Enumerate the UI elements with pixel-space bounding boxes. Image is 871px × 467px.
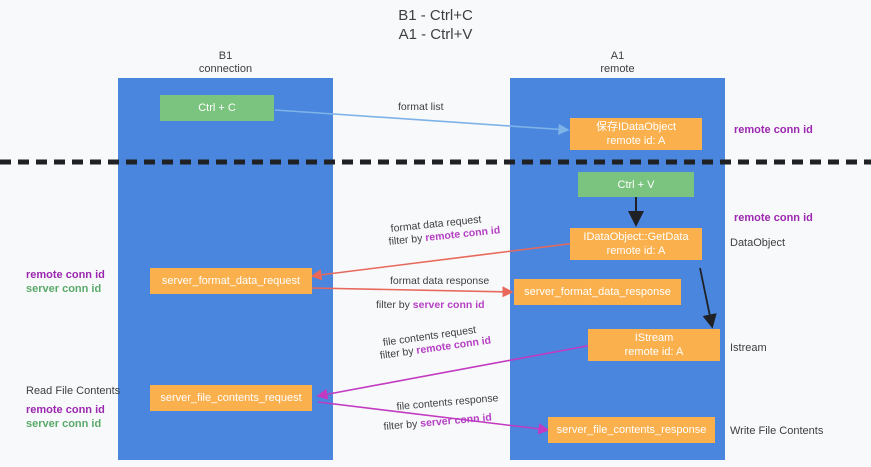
node-server-format-data-request[interactable]: server_format_data_request xyxy=(150,268,312,294)
node-save-idataobject[interactable]: 保存IDataObject remote id: A xyxy=(570,118,702,150)
node-idataobject-getdata[interactable]: IDataObject::GetData remote id: A xyxy=(570,228,702,260)
annotation-remote-conn-id-left2: remote conn id xyxy=(26,404,105,416)
node-ctrl-c[interactable]: Ctrl + C xyxy=(160,95,274,121)
filter-prefix: filter by xyxy=(388,232,426,248)
annotation-write-file-contents: Write File Contents xyxy=(730,425,824,437)
annotation-istream: Istream xyxy=(730,342,767,354)
filter-prefix: filter by xyxy=(379,344,418,362)
node-istream[interactable]: IStream remote id: A xyxy=(588,329,720,361)
annotation-remote-conn-id-left: remote conn id xyxy=(26,269,105,281)
edge-label-format-data-response-filter: filter by server conn id xyxy=(376,298,485,312)
column-header-a1: A1 remote xyxy=(600,50,635,75)
filter-prefix: filter by xyxy=(376,299,413,311)
annotation-dataobject: DataObject xyxy=(730,237,786,249)
filter-prefix: filter by xyxy=(383,417,421,433)
filter-key-server-conn-id: server conn id xyxy=(412,299,485,311)
annotation-server-conn-id-left2: server conn id xyxy=(26,418,102,430)
annotation-remote-conn-id-middle: remote conn id xyxy=(734,212,813,224)
edge-label-file-contents-response-filter: filter by server conn id xyxy=(383,411,492,434)
node-server-file-contents-request[interactable]: server_file_contents_request xyxy=(150,385,312,411)
annotation-server-conn-id-left: server conn id xyxy=(26,283,102,295)
annotation-remote-conn-id-top: remote conn id xyxy=(734,124,813,136)
edge-label-format-data-response: format data response xyxy=(390,275,490,287)
node-server-format-data-response[interactable]: server_format_data_response xyxy=(514,279,681,305)
node-server-file-contents-response[interactable]: server_file_contents_response xyxy=(548,417,715,443)
filter-key-server-conn-id: server conn id xyxy=(419,411,493,430)
edge-label-format-list: format list xyxy=(398,101,444,113)
column-header-b1: B1 connection xyxy=(198,50,253,75)
node-ctrl-v[interactable]: Ctrl + V xyxy=(578,172,694,197)
wire-format-data-response xyxy=(311,286,514,298)
page-title: B1 - Ctrl+C A1 - Ctrl+V xyxy=(398,7,473,43)
annotation-read-file-contents: Read File Contents xyxy=(26,385,121,397)
